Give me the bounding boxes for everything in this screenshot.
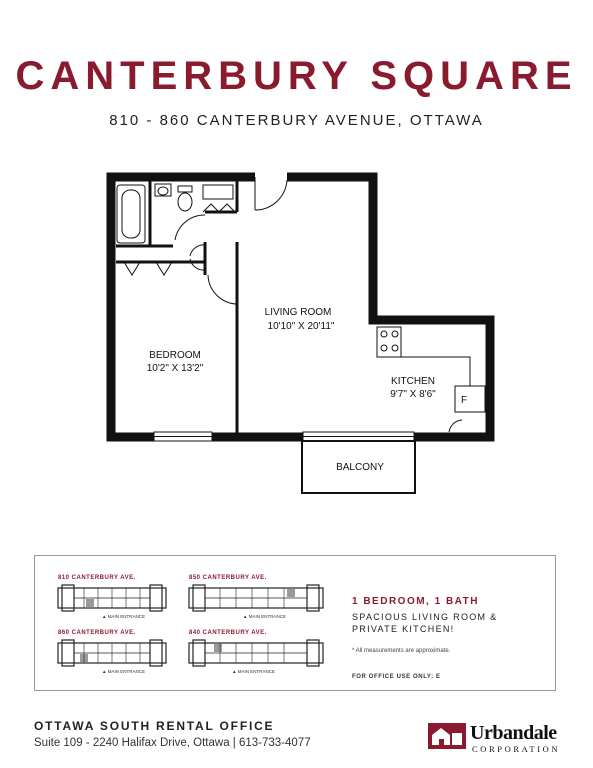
urbandale-logo-name: Urbandale	[470, 722, 557, 744]
unit-headline: 1 BEDROOM, 1 BATH	[352, 596, 479, 607]
unit-info-box	[34, 555, 556, 691]
kitchen-fixtures	[376, 326, 486, 433]
unit-description: SPACIOUS LIVING ROOM & PRIVATE KITCHEN!	[352, 612, 498, 634]
office-use-code: FOR OFFICE USE ONLY: E	[352, 674, 441, 680]
exterior-walls	[106, 172, 495, 442]
main-entrance-840: ▲ MAIN ENTRANCE	[232, 669, 275, 674]
bedroom-name: BEDROOM	[149, 350, 201, 361]
site-plan-label-850: 850 CANTERBURY AVE.	[189, 575, 267, 581]
closet	[123, 244, 238, 305]
main-entrance-850: ▲ MAIN ENTRANCE	[243, 614, 286, 619]
site-plan-850	[188, 584, 324, 612]
kitchen-name: KITCHEN	[391, 376, 435, 387]
balcony	[301, 440, 416, 494]
bathroom-fixtures	[116, 183, 236, 244]
interior-walls	[116, 181, 239, 433]
site-plan-label-810: 810 CANTERBURY AVE.	[58, 575, 136, 581]
site-plan-840	[188, 639, 324, 667]
balcony-name: BALCONY	[336, 462, 384, 473]
bedroom-size: 10'2" X 13'2"	[147, 363, 204, 374]
rental-office-address: Suite 109 - 2240 Halifax Drive, Ottawa |…	[34, 737, 311, 749]
entry-door	[254, 177, 288, 211]
site-plan-860	[57, 639, 167, 667]
rental-office-title: OTTAWA SOUTH RENTAL OFFICE	[34, 719, 275, 733]
living-room-name: LIVING ROOM	[265, 307, 332, 318]
page-title: CANTERBURY SQUARE	[15, 54, 578, 98]
site-plan-label-860: 860 CANTERBURY AVE.	[58, 630, 136, 636]
urbandale-logo-tagline: CORPORATION	[472, 744, 561, 754]
fridge-label: F	[461, 395, 467, 406]
kitchen-size: 9'7" X 8'6"	[390, 389, 436, 400]
main-entrance-860: ▲ MAIN ENTRANCE	[102, 669, 145, 674]
site-plan-label-840: 840 CANTERBURY AVE.	[189, 630, 267, 636]
measurement-note: * All measurements are approximate.	[352, 648, 451, 654]
living-room-size: 10'10" X 20'11"	[268, 321, 335, 332]
building-address: 810 - 860 CANTERBURY AVENUE, OTTAWA	[109, 112, 484, 129]
site-plan-810	[57, 584, 167, 612]
main-entrance-810: ▲ MAIN ENTRANCE	[102, 614, 145, 619]
